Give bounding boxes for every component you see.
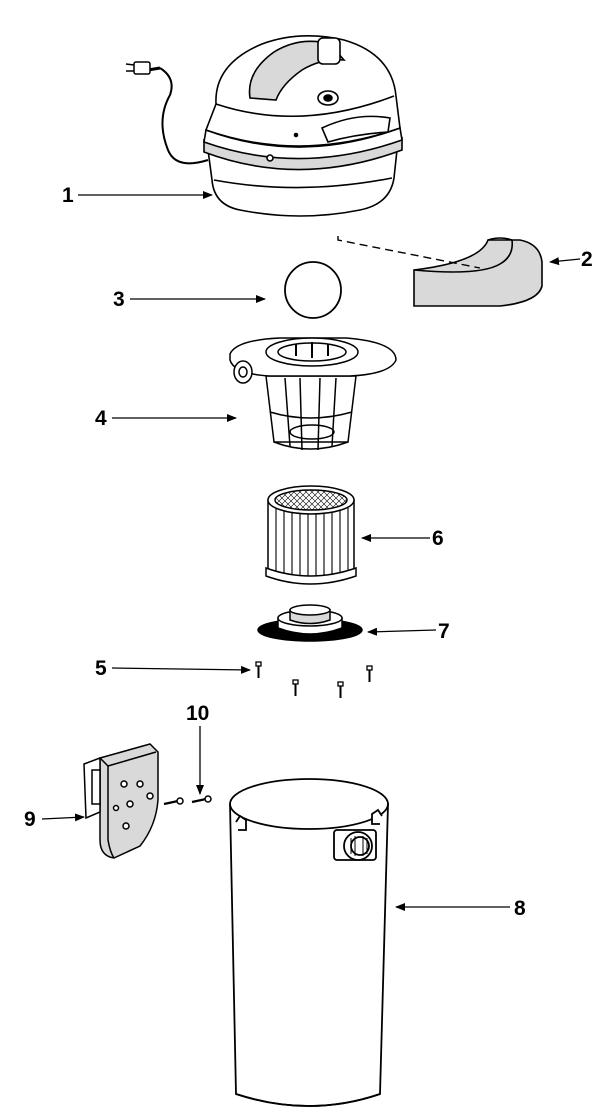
screw <box>255 661 262 678</box>
leader-9 <box>41 813 85 822</box>
callout-7: 7 <box>438 620 450 643</box>
callout-6: 6 <box>432 527 444 550</box>
screw <box>366 665 373 682</box>
callout-9: 9 <box>24 808 36 831</box>
callout-2: 2 <box>581 248 593 271</box>
callout-5: 5 <box>95 657 107 680</box>
leader-lines <box>41 191 581 911</box>
callout-1: 1 <box>62 184 74 207</box>
power-cord <box>125 61 209 165</box>
float-ball <box>284 261 342 319</box>
bracket-screws <box>163 795 212 806</box>
filter-base-ring <box>257 604 363 642</box>
callout-10: 10 <box>186 702 209 725</box>
power-head <box>203 35 403 217</box>
wall-bracket <box>83 743 159 859</box>
leader-5 <box>111 665 251 674</box>
screw <box>337 681 344 698</box>
cartridge-filter <box>265 485 357 585</box>
deflector-guide-line <box>337 236 481 269</box>
callout-8: 8 <box>514 897 526 920</box>
filter-cage <box>229 337 397 451</box>
callout-4: 4 <box>95 407 107 430</box>
tank <box>229 778 389 1107</box>
callout-3: 3 <box>113 288 125 311</box>
leader-7 <box>367 627 437 636</box>
screw <box>292 679 299 696</box>
leader-2 <box>549 257 581 266</box>
screws <box>255 661 373 698</box>
deflector <box>413 237 543 307</box>
